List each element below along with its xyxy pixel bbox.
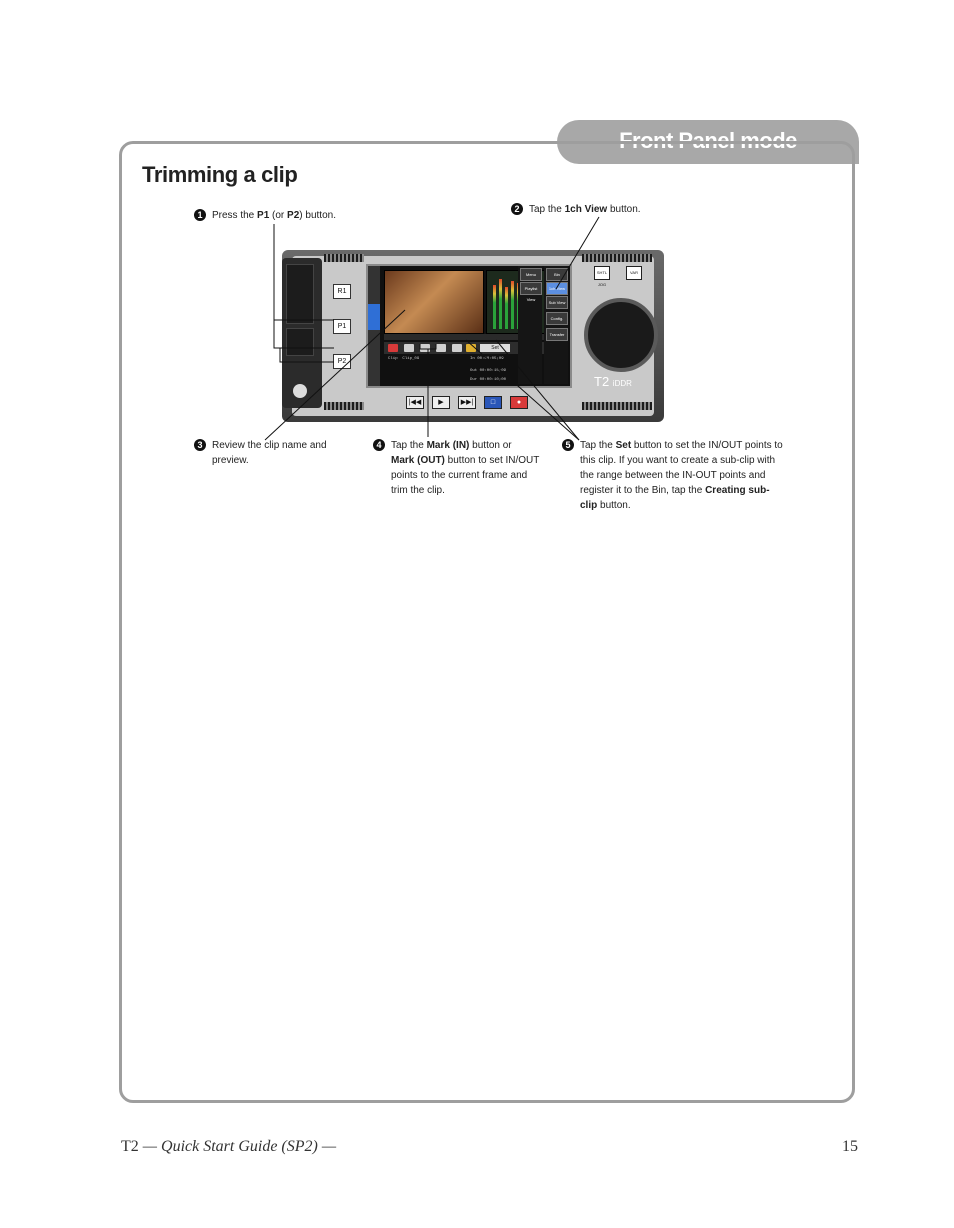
record-icon: ● <box>516 399 522 406</box>
1ch-view-button[interactable]: 1ch View <box>546 282 568 295</box>
step-number: 5 <box>562 439 574 451</box>
var-button[interactable]: VAR <box>626 266 642 280</box>
next-button[interactable]: ▶▶| <box>458 396 476 409</box>
clip-preview <box>384 270 484 334</box>
leader-step-3 <box>264 309 406 441</box>
prev-button[interactable]: |◀◀ <box>406 396 424 409</box>
step-text: Tap the 1ch View button. <box>529 204 641 215</box>
page-title: Trimming a clip <box>142 162 298 187</box>
trim-toolbar: Set <box>384 342 552 354</box>
selected-channel <box>368 304 380 330</box>
jog-dial[interactable] <box>584 298 658 372</box>
step-number: 4 <box>373 439 385 451</box>
shtl-jog-button[interactable]: SHTL JOG <box>594 266 610 287</box>
leader-step-1 <box>279 348 334 363</box>
leader-step-5 <box>495 339 580 441</box>
menu-column-right: Bin 1ch View Sub View Config. Transfer <box>544 266 568 384</box>
mark-out-button[interactable] <box>452 344 462 352</box>
r1-button[interactable]: R1 <box>333 284 351 299</box>
playlist-view-button[interactable]: Playlist View <box>520 282 542 302</box>
menu-button[interactable]: Menu <box>520 268 542 281</box>
section-tab-label: Front Panel mode <box>619 128 797 153</box>
headphone-jack <box>293 384 307 398</box>
transfer-button[interactable]: Transfer <box>546 328 568 341</box>
timecode-bar <box>384 334 552 340</box>
step-text: Tap the Set button to set the IN/OUT poi… <box>580 440 783 511</box>
vent-grille <box>582 254 652 262</box>
step-number: 1 <box>194 209 206 221</box>
t2-front-panel-illustration: R1 P1 P2 Set Clip Clip_09 In 00:00:05;09… <box>282 250 664 422</box>
menu-column-left: Menu Playlist View <box>518 266 542 384</box>
p1-button[interactable]: P1 <box>333 319 351 334</box>
vent-grille <box>324 254 364 262</box>
leader-step-2 <box>555 216 600 290</box>
brand-logo: T2 iDDR <box>594 374 632 389</box>
step-text: Press the P1 (or P2) button. <box>212 210 336 221</box>
play-button[interactable]: ▶ <box>432 396 450 409</box>
set-button[interactable]: Set <box>480 344 510 352</box>
sub-view-button[interactable]: Sub View <box>546 296 568 309</box>
step-number: 3 <box>194 439 206 451</box>
channel-strip <box>368 266 380 386</box>
go-out-button[interactable] <box>436 344 446 352</box>
play-icon: ▶ <box>438 399 444 406</box>
in-row: In 00:00:05;09 <box>470 357 504 361</box>
clip-info: Clip Clip_09 In 00:00:05;09 Out 00:00:15… <box>384 356 552 384</box>
stop-button[interactable]: □ <box>484 396 502 409</box>
skip-forward-icon: ▶▶| <box>460 399 474 406</box>
out-row: Out 00:00:15;09 <box>470 369 507 373</box>
creating-subclip-button[interactable] <box>466 344 476 352</box>
leader-step-4 <box>419 344 437 350</box>
drive-bay <box>282 258 322 408</box>
footer-guide-title: T2 — Quick Start Guide (SP2) — <box>121 1138 337 1155</box>
vent-grille <box>324 402 364 410</box>
mark-in-button[interactable] <box>404 344 414 352</box>
record-icon[interactable] <box>388 344 398 352</box>
skip-back-icon: |◀◀ <box>408 399 422 406</box>
record-button[interactable]: ● <box>510 396 528 409</box>
media-slot <box>286 264 314 324</box>
leader-step-1 <box>273 224 334 349</box>
vent-grille <box>582 402 652 410</box>
step-number: 2 <box>511 203 523 215</box>
media-slot <box>286 328 314 356</box>
page-number: 15 <box>842 1138 858 1155</box>
go-in-button[interactable] <box>420 344 430 352</box>
stop-icon: □ <box>490 399 496 406</box>
clip-label: Clip Clip_09 <box>388 357 420 361</box>
config-button[interactable]: Config. <box>546 312 568 325</box>
content-frame <box>119 141 855 1103</box>
dur-row: Dur 00:00:10;00 <box>470 378 507 382</box>
leader-step-5 <box>465 339 580 441</box>
